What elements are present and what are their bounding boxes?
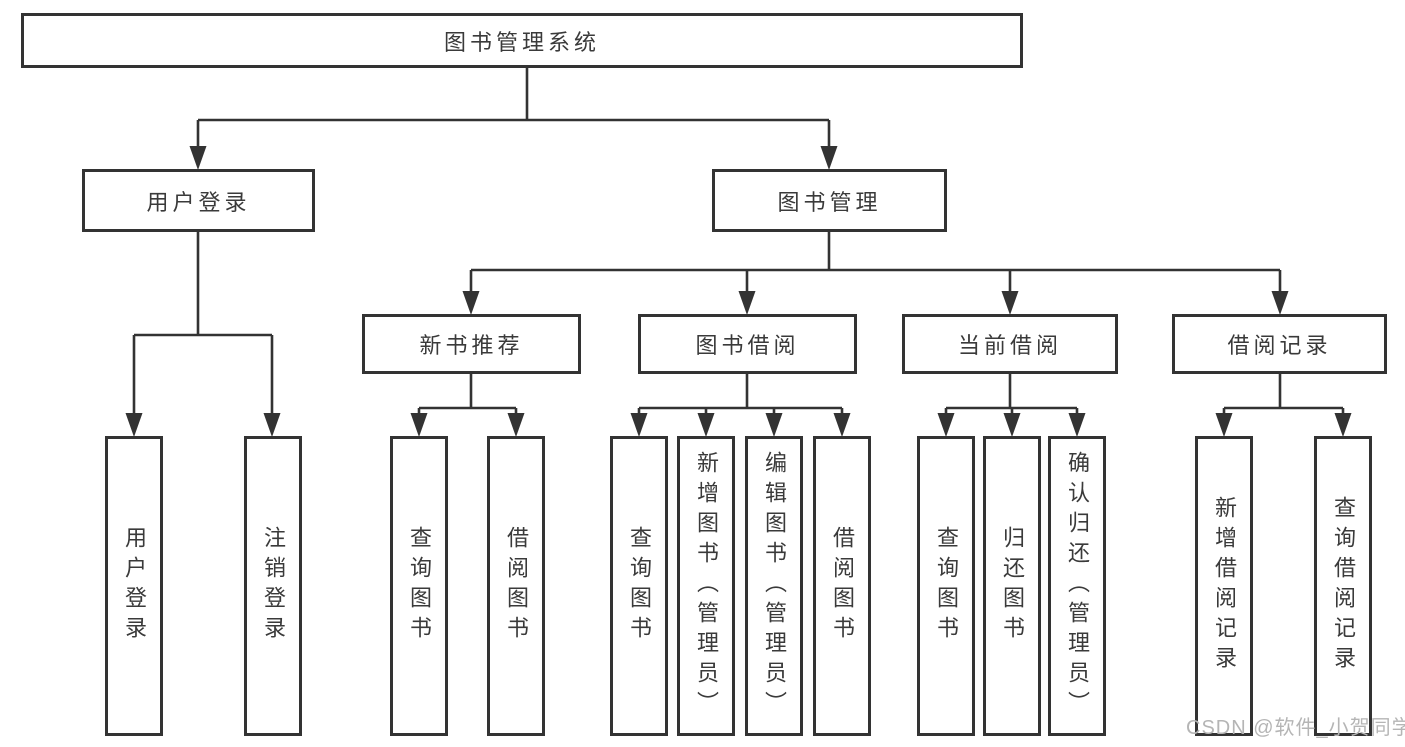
leaf-edit-books-admin: 编辑图书（管理员）: [745, 436, 803, 736]
leaf-logout: 注销登录: [244, 436, 302, 736]
node-current-borrow: 当前借阅: [902, 314, 1118, 374]
leaf-query-borrow-record: 查询借阅记录: [1314, 436, 1372, 736]
node-user-login: 用户登录: [82, 169, 315, 232]
leaf-add-borrow-record: 新增借阅记录: [1195, 436, 1253, 736]
leaf-confirm-return-admin: 确认归还（管理员）: [1048, 436, 1106, 736]
watermark-text: CSDN @软件_小贺同学: [1186, 717, 1405, 739]
leaf-borrow-books-2: 借阅图书: [813, 436, 871, 736]
leaf-query-books-3: 查询图书: [917, 436, 975, 736]
node-borrow-records: 借阅记录: [1172, 314, 1387, 374]
leaf-query-books-1: 查询图书: [390, 436, 448, 736]
node-root: 图书管理系统: [21, 13, 1023, 68]
leaf-return-books: 归还图书: [983, 436, 1041, 736]
leaf-borrow-books-1: 借阅图书: [487, 436, 545, 736]
node-book-borrow: 图书借阅: [638, 314, 857, 374]
leaf-user-login: 用户登录: [105, 436, 163, 736]
leaf-add-books-admin: 新增图书（管理员）: [677, 436, 735, 736]
node-new-book-recommend: 新书推荐: [362, 314, 581, 374]
node-book-management: 图书管理: [712, 169, 947, 232]
leaf-query-books-2: 查询图书: [610, 436, 668, 736]
